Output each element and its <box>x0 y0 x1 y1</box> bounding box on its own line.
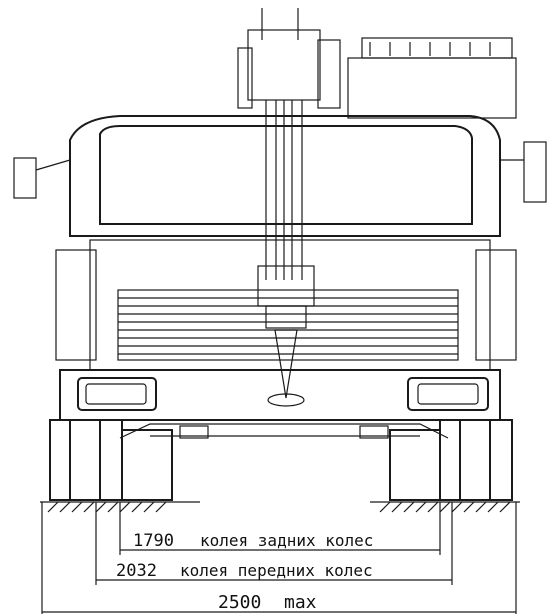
dimension-rear-track: 1790 колея задних колес <box>133 531 373 551</box>
inner-wheels <box>121 429 441 501</box>
front-bumper <box>59 369 501 421</box>
front-track-value: 2032 <box>116 561 157 581</box>
left-wheels <box>49 419 123 501</box>
truck-cab <box>69 115 501 237</box>
fenders <box>55 249 517 361</box>
overall-width-label: max <box>284 592 317 613</box>
side-mirrors <box>13 141 547 203</box>
radiator-grille <box>89 239 491 371</box>
rear-platform <box>347 37 517 119</box>
rear-track-value: 1790 <box>133 531 174 551</box>
dimension-front-track: 2032 колея передних колес <box>116 561 373 581</box>
dimension-overall-width: 2500 max <box>218 592 317 613</box>
headlight-left <box>85 383 147 405</box>
ground-line <box>40 501 520 513</box>
rear-track-label: колея задних колес <box>200 531 373 550</box>
overall-width-value: 2500 <box>218 592 261 613</box>
front-track-label: колея передних колес <box>180 561 373 580</box>
headlight-right <box>417 383 479 405</box>
right-wheels <box>439 419 513 501</box>
crane-boom <box>237 8 341 407</box>
dimension-lines <box>41 502 517 614</box>
